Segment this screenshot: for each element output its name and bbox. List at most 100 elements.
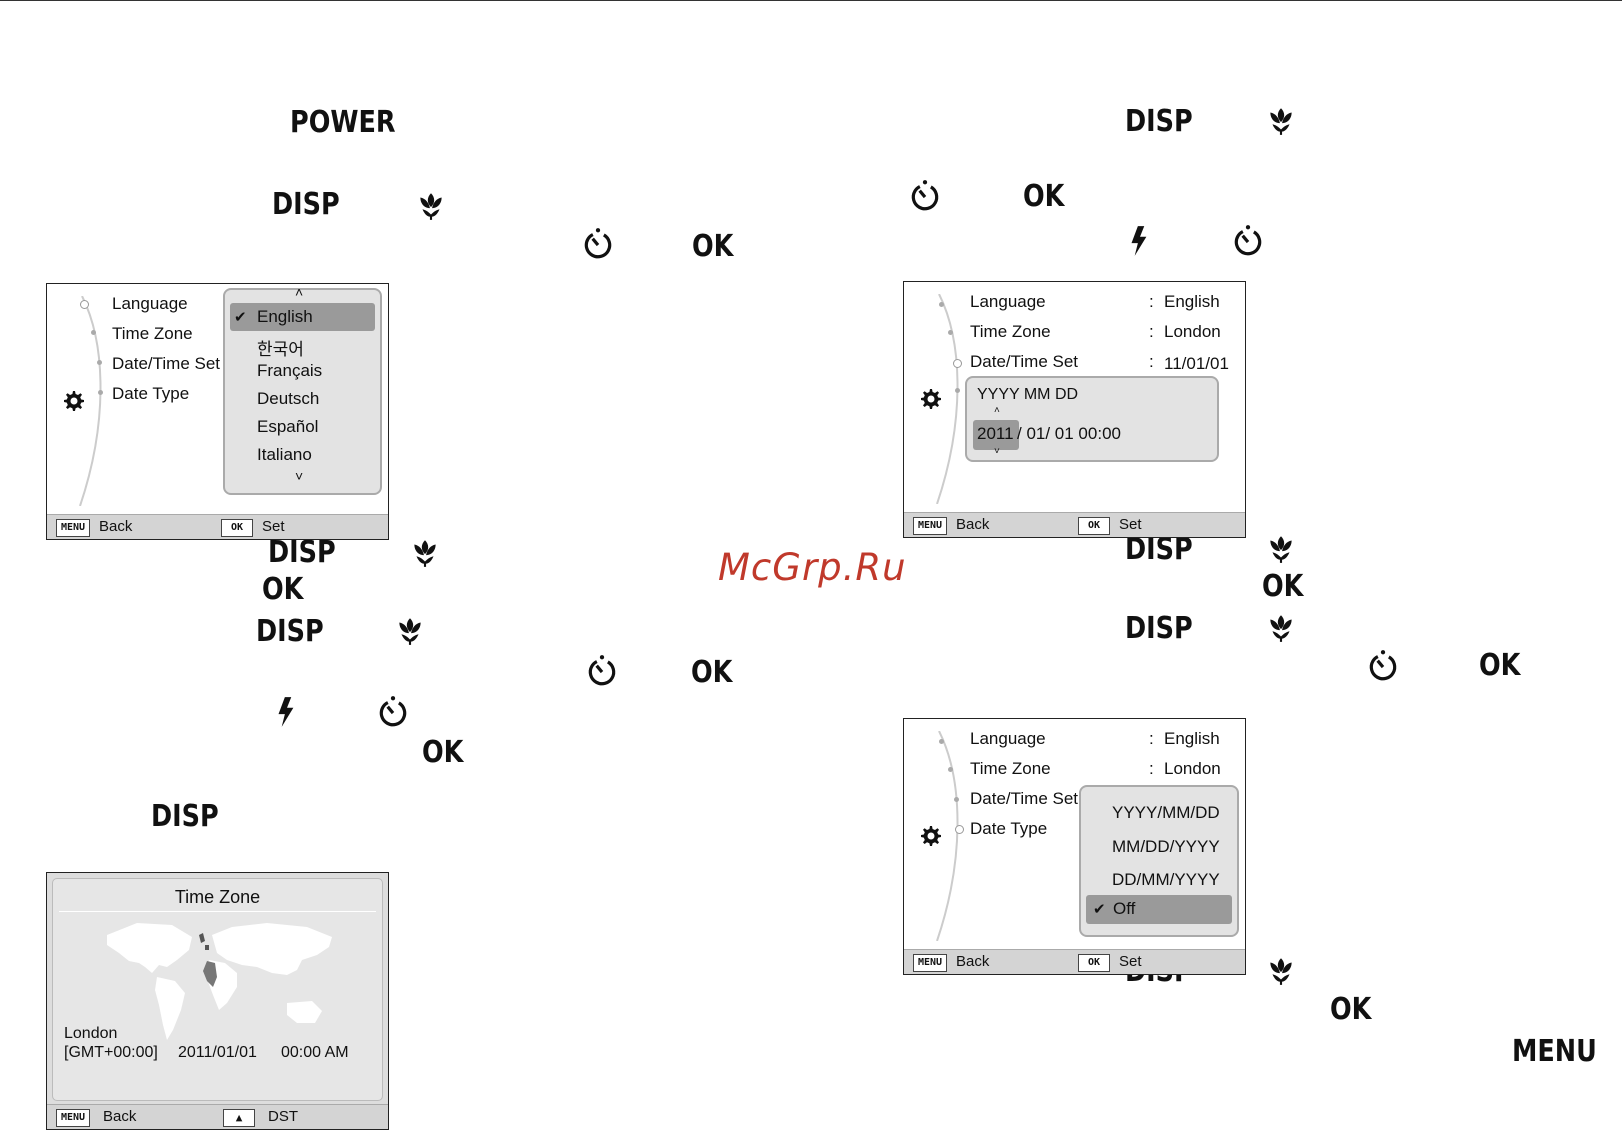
selected-highlight (1086, 895, 1232, 924)
selected-highlight (230, 303, 375, 331)
macro-icon (1264, 532, 1298, 566)
back-label[interactable]: Back (956, 516, 990, 533)
macro-icon (1264, 954, 1298, 988)
check-icon: ✔ (234, 309, 247, 326)
macro-icon (1264, 104, 1298, 138)
value-separator: : (1149, 352, 1154, 371)
menu-item-language[interactable]: Language (112, 294, 188, 313)
menu-item-date-type[interactable]: Date Type (970, 819, 1048, 838)
settings-gear-icon (917, 386, 943, 412)
menu-key-label: MENU (1512, 1034, 1597, 1069)
world-map (107, 923, 332, 1040)
menu-dot (97, 360, 102, 365)
menu-button-tag: MENU (913, 954, 947, 972)
gmt-offset: [GMT+00:00] (64, 1044, 158, 1061)
dst-label[interactable]: DST (268, 1108, 298, 1125)
time-zone-screen: Time Zone London [GMT+00:00] 2011/01/01 … (46, 872, 389, 1130)
menu-dot (948, 767, 953, 772)
macro-icon (414, 189, 448, 223)
date-format-label: YYYY MM DD (977, 386, 1079, 403)
date-type-option[interactable]: Off (1113, 899, 1136, 918)
menu-arc (936, 731, 959, 941)
menu-button-tag: MENU (56, 1109, 90, 1127)
year-field[interactable]: 2011 (977, 424, 1014, 443)
scroll-up-arrow[interactable]: ˄ (295, 284, 304, 300)
language-option[interactable]: Français (257, 361, 323, 380)
language-option[interactable]: 한국어 (257, 340, 304, 359)
scroll-down-arrow[interactable]: ˅ (295, 468, 304, 484)
language-option[interactable]: Deutsch (257, 389, 320, 408)
date-time-fields[interactable]: / 01/ 01 00:00 (1017, 424, 1121, 443)
menu-item-date-time-set[interactable]: Date/Time Set (112, 354, 221, 373)
flash-icon (1123, 224, 1157, 258)
ok-key-label: OK (1023, 179, 1065, 214)
current-date: 2011/01/01 (178, 1044, 257, 1061)
menu-item-date-type[interactable]: Date Type (112, 384, 190, 403)
bottom-bar: MENU Back OK Set (47, 514, 388, 539)
menu-item-date-time-set[interactable]: Date/Time Set (970, 789, 1079, 808)
disp-key-label: DISP (151, 799, 219, 834)
menu-dot (98, 390, 103, 395)
ok-button-tag: OK (1078, 517, 1110, 535)
menu-item-time-zone[interactable]: Time Zone (970, 322, 1051, 341)
set-label[interactable]: Set (262, 518, 285, 535)
time-zone-value: London (1164, 759, 1221, 778)
city-label: London (64, 1025, 118, 1042)
current-time: 00:00 AM (281, 1044, 349, 1061)
date-type-screen: Language Time Zone Date/Time Set Date Ty… (903, 718, 1246, 975)
macro-icon (408, 536, 442, 570)
back-label[interactable]: Back (99, 518, 133, 535)
menu-dot (954, 797, 959, 802)
disp-key-label: DISP (256, 614, 324, 649)
year-highlight (973, 420, 1019, 450)
menu-item-time-zone[interactable]: Time Zone (112, 324, 193, 343)
menu-item-language[interactable]: Language (970, 292, 1046, 311)
menu-button-tag: MENU (913, 517, 947, 535)
value-separator: : (1149, 729, 1154, 748)
ok-key-label: OK (422, 735, 464, 770)
language-screen: Language Time Zone Date/Time Set Date Ty… (46, 283, 389, 540)
ok-key-label: OK (692, 229, 734, 264)
flash-icon (270, 695, 304, 729)
self-timer-icon (585, 654, 619, 688)
date-type-option[interactable]: DD/MM/YYYY (1112, 870, 1220, 889)
ok-key-label: OK (1262, 569, 1304, 604)
language-option[interactable]: Italiano (257, 445, 312, 464)
time-zone-title: Time Zone (174, 887, 261, 907)
bottom-bar: MENU Back ▲ DST (47, 1104, 388, 1129)
up-arrow[interactable]: ˄ (994, 405, 1000, 416)
date-type-option[interactable]: MM/DD/YYYY (1112, 837, 1220, 856)
title-divider (59, 911, 376, 912)
set-label[interactable]: Set (1119, 953, 1142, 970)
menu-item-time-zone[interactable]: Time Zone (970, 759, 1051, 778)
watermark: McGrp.Ru (718, 546, 907, 589)
menu-item-language[interactable]: Language (970, 729, 1046, 748)
language-option[interactable]: Español (257, 417, 319, 436)
value-separator: : (1149, 759, 1154, 778)
menu-dot (939, 739, 944, 744)
back-label[interactable]: Back (956, 953, 990, 970)
date-time-value: 11/01/01 (1164, 354, 1229, 373)
menu-dot (955, 388, 960, 393)
settings-gear-icon (917, 823, 943, 849)
ok-key-label: OK (1479, 648, 1521, 683)
menu-dot (955, 825, 964, 834)
time-zone-value: London (1164, 322, 1221, 341)
set-label[interactable]: Set (1119, 516, 1142, 533)
language-dropdown: ˄ ✔ English 한국어 Français Deutsch Español… (223, 284, 382, 495)
date-time-screen: Language Time Zone Date/Time Set : : : E… (903, 281, 1246, 538)
down-arrow[interactable]: ˅ (994, 446, 1000, 457)
back-label[interactable]: Back (103, 1108, 137, 1125)
date-time-editor: YYYY MM DD ˄ 2011 / 01/ 01 00:00 ˅ (965, 376, 1219, 462)
disp-key-label: DISP (272, 187, 340, 222)
ok-button-tag: OK (221, 519, 253, 537)
menu-dot (80, 300, 89, 309)
menu-item-date-time-set[interactable]: Date/Time Set (970, 352, 1079, 371)
language-option[interactable]: English (257, 307, 313, 326)
menu-dot (91, 330, 96, 335)
language-value: English (1164, 292, 1220, 311)
date-type-option[interactable]: YYYY/MM/DD (1112, 803, 1220, 822)
menu-arc (936, 294, 959, 504)
ok-key-label: OK (262, 572, 304, 607)
ok-key-label: OK (1330, 992, 1372, 1027)
